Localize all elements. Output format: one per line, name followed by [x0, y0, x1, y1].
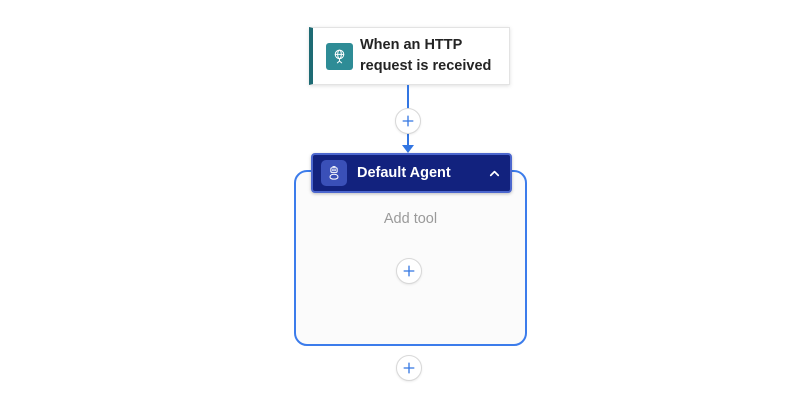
trigger-card-http-request[interactable]: When an HTTP request is received: [309, 27, 510, 85]
add-tool-label: Add tool: [383, 211, 438, 227]
chevron-up-icon[interactable]: [487, 166, 502, 181]
insert-action-below-agent-button[interactable]: [396, 355, 422, 381]
connector-arrowhead-icon: [402, 145, 414, 153]
add-tool-button[interactable]: [396, 258, 422, 284]
http-request-globe-icon: [326, 42, 353, 70]
plus-icon: [402, 115, 414, 127]
agent-title: Default Agent: [357, 165, 451, 181]
plus-icon: [403, 265, 415, 277]
insert-action-button[interactable]: [395, 108, 421, 134]
plus-icon: [403, 362, 415, 374]
agent-header-card[interactable]: Default Agent: [311, 153, 512, 193]
trigger-title: When an HTTP request is received: [360, 37, 492, 74]
agent-bot-icon: [321, 160, 347, 186]
